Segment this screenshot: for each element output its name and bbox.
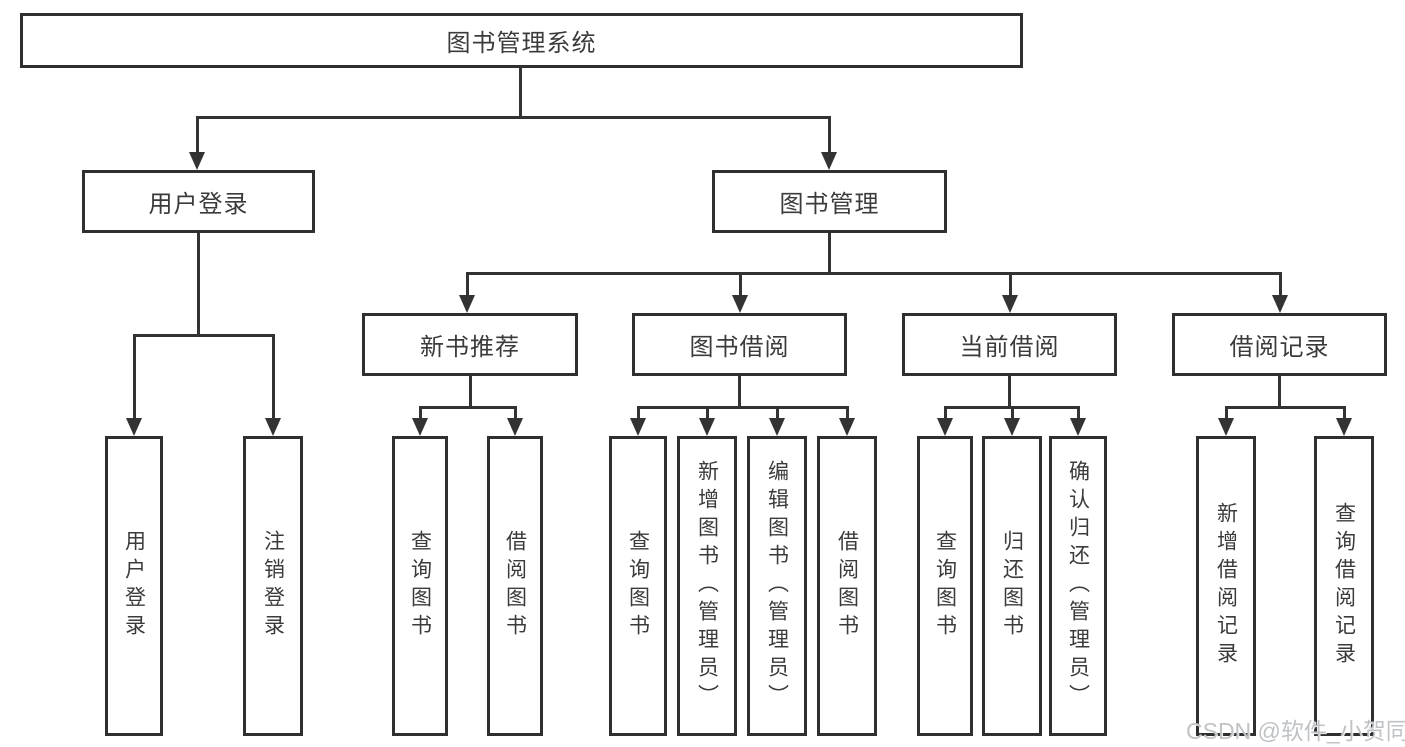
- connector-line: [1279, 272, 1282, 295]
- node-label: 图书管理: [779, 191, 880, 218]
- csdn-watermark: CSDN @软件_小贺同学: [1186, 718, 1405, 744]
- node-new-book-recommend: 新书推荐: [362, 313, 578, 376]
- leaf-query-books-current: 查询图书: [917, 436, 973, 736]
- connector-line: [1225, 406, 1228, 418]
- arrowhead-down-icon: [1004, 418, 1020, 436]
- arrowhead-down-icon: [265, 418, 281, 436]
- connector-line: [828, 116, 831, 152]
- connector-line: [846, 406, 849, 418]
- connector-line: [776, 406, 779, 418]
- leaf-logout: 注销登录: [243, 436, 303, 736]
- connector-line: [272, 334, 275, 418]
- node-user-login: 用户登录: [82, 170, 315, 233]
- connector-line: [828, 233, 831, 275]
- leaf-return-books: 归还图书: [982, 436, 1042, 736]
- connector-line: [738, 376, 741, 407]
- node-label: 借阅图书: [503, 530, 527, 642]
- connector-line: [419, 406, 517, 409]
- node-label: 图书借阅: [689, 334, 790, 361]
- arrowhead-down-icon: [189, 152, 205, 170]
- connector-line: [706, 406, 709, 418]
- arrowhead-down-icon: [1070, 418, 1086, 436]
- connector-line: [944, 406, 947, 418]
- arrowhead-down-icon: [507, 418, 523, 436]
- connector-line: [514, 406, 517, 418]
- node-label: 编辑图书（管理员）: [765, 460, 789, 712]
- node-label: 用户登录: [148, 191, 249, 218]
- arrowhead-down-icon: [937, 418, 953, 436]
- leaf-confirm-return-admin: 确认归还（管理员）: [1049, 436, 1107, 736]
- node-label: 当前借阅: [959, 334, 1060, 361]
- node-borrow-records: 借阅记录: [1172, 313, 1387, 376]
- arrowhead-down-icon: [412, 418, 428, 436]
- connector-line: [419, 406, 422, 418]
- arrowhead-down-icon: [839, 418, 855, 436]
- connector-line: [1343, 406, 1346, 418]
- leaf-user-login: 用户登录: [105, 436, 163, 736]
- arrowhead-down-icon: [630, 418, 646, 436]
- connector-line: [637, 406, 849, 409]
- connector-line: [466, 272, 469, 295]
- connector-line: [1009, 272, 1012, 295]
- arrowhead-down-icon: [1002, 295, 1018, 313]
- connector-line: [133, 334, 136, 418]
- connector-line: [466, 272, 1282, 275]
- connector-line: [739, 272, 742, 295]
- node-label: 注销登录: [261, 530, 285, 642]
- leaf-query-books-borrowing: 查询图书: [609, 436, 667, 736]
- node-current-borrowing: 当前借阅: [902, 313, 1117, 376]
- arrowhead-down-icon: [699, 418, 715, 436]
- leaf-query-books-recommend: 查询图书: [392, 436, 448, 736]
- node-label: 归还图书: [1000, 530, 1024, 642]
- connector-line: [1225, 406, 1346, 409]
- node-label: 用户登录: [122, 530, 146, 642]
- arrowhead-down-icon: [821, 152, 837, 170]
- arrowhead-down-icon: [732, 295, 748, 313]
- node-label: 借阅图书: [835, 530, 859, 642]
- arrowhead-down-icon: [126, 418, 142, 436]
- arrowhead-down-icon: [1218, 418, 1234, 436]
- node-label: 查询图书: [408, 530, 432, 642]
- connector-line: [519, 68, 522, 119]
- node-label: 新增借阅记录: [1214, 502, 1238, 670]
- connector-line: [133, 334, 275, 337]
- connector-line: [469, 376, 472, 407]
- leaf-edit-books-admin: 编辑图书（管理员）: [747, 436, 807, 736]
- connector-line: [1011, 406, 1014, 418]
- node-label: 新增图书（管理员）: [695, 460, 719, 712]
- node-label: 借阅记录: [1229, 334, 1330, 361]
- node-label: 查询图书: [933, 530, 957, 642]
- leaf-add-borrow-record: 新增借阅记录: [1196, 436, 1256, 736]
- leaf-query-borrow-record: 查询借阅记录: [1314, 436, 1374, 736]
- connector-line: [197, 233, 200, 335]
- arrowhead-down-icon: [459, 295, 475, 313]
- connector-line: [637, 406, 640, 418]
- connector-line: [196, 116, 199, 152]
- node-label: 新书推荐: [420, 334, 520, 361]
- node-label: 图书管理系统: [446, 30, 597, 57]
- arrowhead-down-icon: [1272, 295, 1288, 313]
- node-label: 确认归还（管理员）: [1066, 460, 1090, 712]
- node-book-borrowing: 图书借阅: [632, 313, 847, 376]
- leaf-borrow-books-recommend: 借阅图书: [487, 436, 543, 736]
- connector-line: [1008, 376, 1011, 407]
- connector-line: [196, 116, 831, 119]
- arrowhead-down-icon: [1336, 418, 1352, 436]
- leaf-add-books-admin: 新增图书（管理员）: [677, 436, 737, 736]
- node-label: 查询图书: [626, 530, 650, 642]
- node-library-system: 图书管理系统: [20, 13, 1023, 68]
- leaf-borrow-books: 借阅图书: [817, 436, 877, 736]
- arrowhead-down-icon: [769, 418, 785, 436]
- connector-line: [1077, 406, 1080, 418]
- node-label: 查询借阅记录: [1332, 502, 1356, 670]
- node-book-management: 图书管理: [712, 170, 947, 233]
- connector-line: [1278, 376, 1281, 407]
